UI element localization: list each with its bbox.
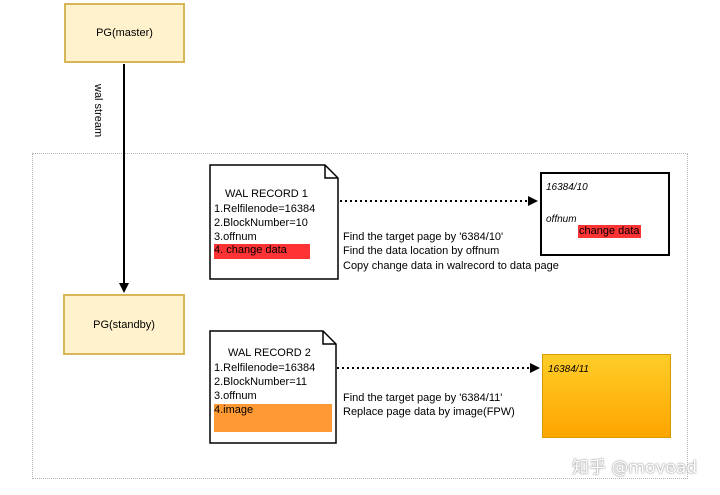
wal-record-2-line-2: 2.BlockNumber=11 [214,376,308,388]
data-page-16384-11[interactable]: 16384/11 [542,354,671,438]
pg-standby-label: PG(standby) [93,318,155,331]
wal-record-2[interactable]: WAL RECORD 2 1.Relfilenode=16384 2.Block… [209,330,337,444]
wal-record-2-line-1: 1.Relfilenode=16384 [214,362,316,374]
steps2-line-2: Replace page data by image(FPW) [343,406,515,418]
wal-record-2-line-3: 3.offnum [214,390,257,402]
data-page-16384-10-offnum: offnum [546,214,577,225]
wal-record-2-title: WAL RECORD 2 [228,347,311,359]
wal-record-1-line-3: 3.offnum [214,231,257,243]
data-page-16384-10-change-data: change data [578,225,641,238]
zhihu-watermark: 知乎 @movead [572,458,698,478]
data-page-16384-11-title: 16384/11 [548,364,589,375]
pg-master-label: PG(master) [96,27,153,39]
pg-master-box[interactable]: PG(master) [64,3,185,63]
wal-record-2-image: 4.image [214,404,332,432]
standby-region [32,153,688,479]
steps2-line-1: Find the target page by '6384/11' [343,392,503,404]
data-page-16384-10-title: 16384/10 [546,182,588,193]
steps1-line-3: Copy change data in walrecord to data pa… [343,260,559,272]
data-page-16384-10[interactable]: 16384/10 offnum change data [540,172,670,256]
steps1-line-1: Find the target page by '6384/10' [343,231,504,243]
wal-record-1-title: WAL RECORD 1 [225,188,308,200]
pg-standby-box[interactable]: PG(standby) [63,294,185,355]
wal-record-1-line-1: 1.Relfilenode=16384 [214,203,316,215]
wal-record-1-line-2: 2.BlockNumber=10 [214,217,308,229]
wal-stream-label: wal stream [92,84,104,138]
wal-record-1-change-data: 4. change data [214,244,310,259]
steps1-line-2: Find the data location by offnum [343,245,500,257]
wal-record-1[interactable]: WAL RECORD 1 1.Relfilenode=16384 2.Block… [209,164,339,280]
